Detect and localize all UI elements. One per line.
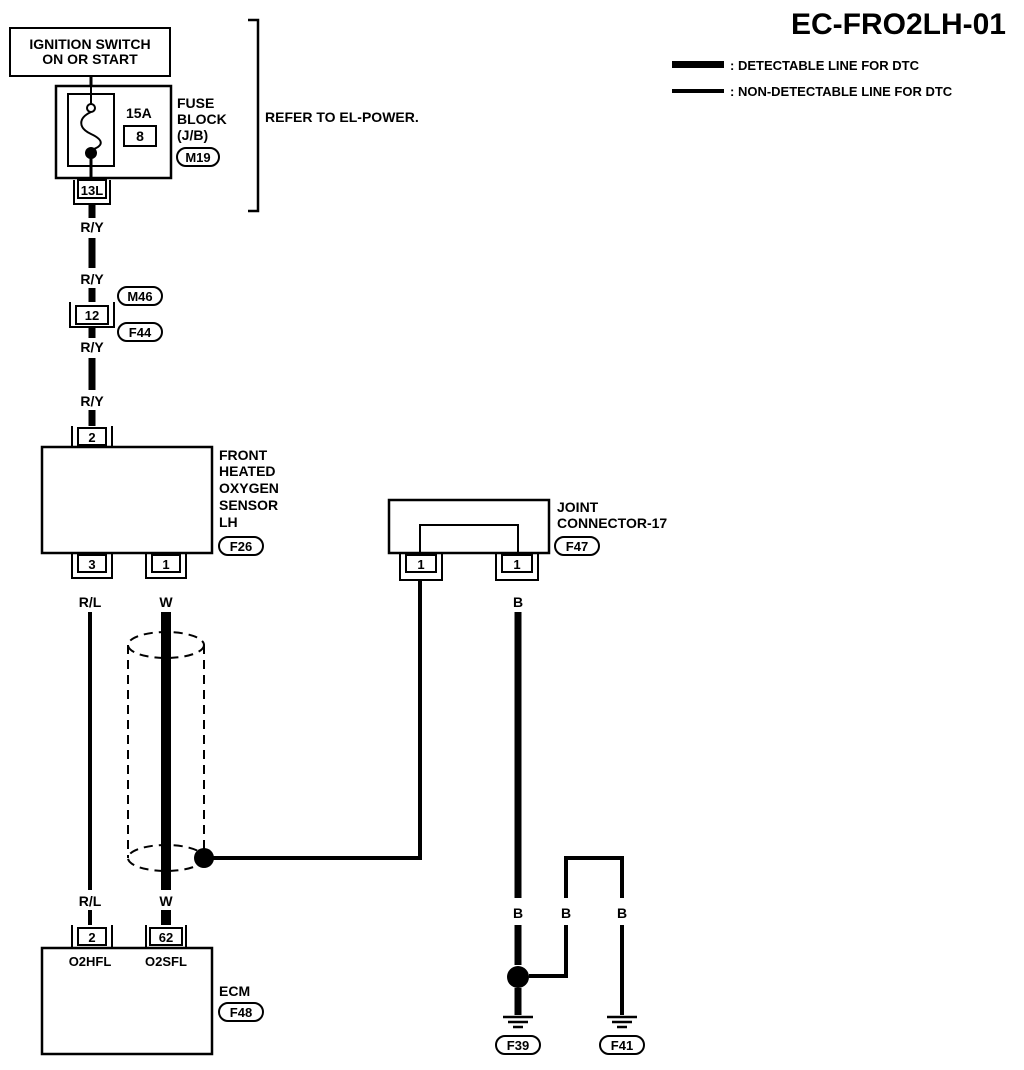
diagram-title: EC-FRO2LH-01 <box>791 8 1006 41</box>
joint-pin-right: 1 <box>513 557 520 572</box>
wire-label-b-3: B <box>561 905 571 921</box>
wire-label-b-2: B <box>513 905 523 921</box>
legend-detectable-label: : DETECTABLE LINE FOR DTC <box>730 58 920 73</box>
fuse-terminal-top <box>86 103 96 113</box>
sensor-label-5: LH <box>219 514 238 530</box>
fuse-block-connector-id: M19 <box>185 150 210 165</box>
harness-pin-12: 12 <box>85 308 99 323</box>
wire-label-w-1: W <box>159 594 173 610</box>
sensor-connector-id: F26 <box>230 539 252 554</box>
refer-note: REFER TO EL-POWER. <box>265 109 419 125</box>
legend-non-detectable-line <box>672 89 724 93</box>
fuse-block-label-3: (J/B) <box>177 127 208 143</box>
fuse-amperage: 15A <box>126 105 152 121</box>
sensor-label-3: OXYGEN <box>219 480 279 496</box>
ground-right: F41 <box>599 1015 645 1055</box>
wire-label-b-4: B <box>617 905 627 921</box>
sensor-pin-top: 2 <box>88 430 95 445</box>
wire-label-ry-4: R/Y <box>80 393 104 409</box>
fuse-block-label-1: FUSE <box>177 95 214 111</box>
ecm: 2 62 O2HFL O2SFL ECM F48 <box>40 925 264 1056</box>
ecm-pin-left: 2 <box>88 930 95 945</box>
wire-label-ry-3: R/Y <box>80 339 104 355</box>
ground-left: F39 <box>495 1015 541 1055</box>
harness-connector: 12 M46 F44 <box>69 286 163 342</box>
wire-label-ry-2: R/Y <box>80 271 104 287</box>
joint-label-2: CONNECTOR-17 <box>557 515 667 531</box>
sensor-label-1: FRONT <box>219 447 268 463</box>
wire-label-ry-1: R/Y <box>80 219 104 235</box>
refer-bracket <box>248 18 260 213</box>
ecm-terminal-left: O2HFL <box>69 954 112 969</box>
ecm-terminal-right: O2SFL <box>145 954 187 969</box>
joint-label-1: JOINT <box>557 499 599 515</box>
wire-label-rl-2: R/L <box>79 893 102 909</box>
ground-right-id: F41 <box>611 1038 633 1053</box>
ignition-switch-box: IGNITION SWITCH ON OR START <box>9 27 171 77</box>
fuse-block-label-2: BLOCK <box>177 111 227 127</box>
wire-shield-drain <box>204 580 422 860</box>
harness-connector-id-a: M46 <box>127 289 152 304</box>
sensor-label-4: SENSOR <box>219 497 278 513</box>
wire-b-branch <box>529 925 568 978</box>
ground-splice <box>507 966 529 988</box>
sensor-pin-right: 1 <box>162 557 169 572</box>
wire-label-w-2: W <box>159 893 173 909</box>
ecm-connector-id: F48 <box>230 1005 252 1020</box>
joint-pin-left: 1 <box>417 557 424 572</box>
wire-label-b-1: B <box>513 594 523 610</box>
legend-non-detectable-label: : NON-DETECTABLE LINE FOR DTC <box>730 84 953 99</box>
ecm-label: ECM <box>219 983 250 999</box>
joint-connector: JOINT CONNECTOR-17 F47 1 1 <box>387 498 667 581</box>
fuse-terminal-13L: 13L <box>81 183 103 198</box>
ignition-switch-label: IGNITION SWITCH <box>29 36 150 52</box>
fuse-block: 15A 8 FUSE BLOCK (J/B) M19 13L <box>54 76 227 205</box>
wire-label-rl-1: R/L <box>79 594 102 610</box>
sensor-label-2: HEATED <box>219 463 276 479</box>
harness-connector-id-b: F44 <box>129 325 152 340</box>
oxygen-sensor: 2 FRONT HEATED OXYGEN SENSOR LH F26 3 1 <box>40 426 279 579</box>
sensor-pin-left: 3 <box>88 557 95 572</box>
fuse-number: 8 <box>136 128 144 144</box>
joint-connector-id: F47 <box>566 539 588 554</box>
legend-detectable-line <box>672 61 724 68</box>
ground-left-id: F39 <box>507 1038 529 1053</box>
fuse-element <box>80 111 102 151</box>
ecm-pin-right: 62 <box>159 930 173 945</box>
ignition-switch-state: ON OR START <box>42 51 138 67</box>
